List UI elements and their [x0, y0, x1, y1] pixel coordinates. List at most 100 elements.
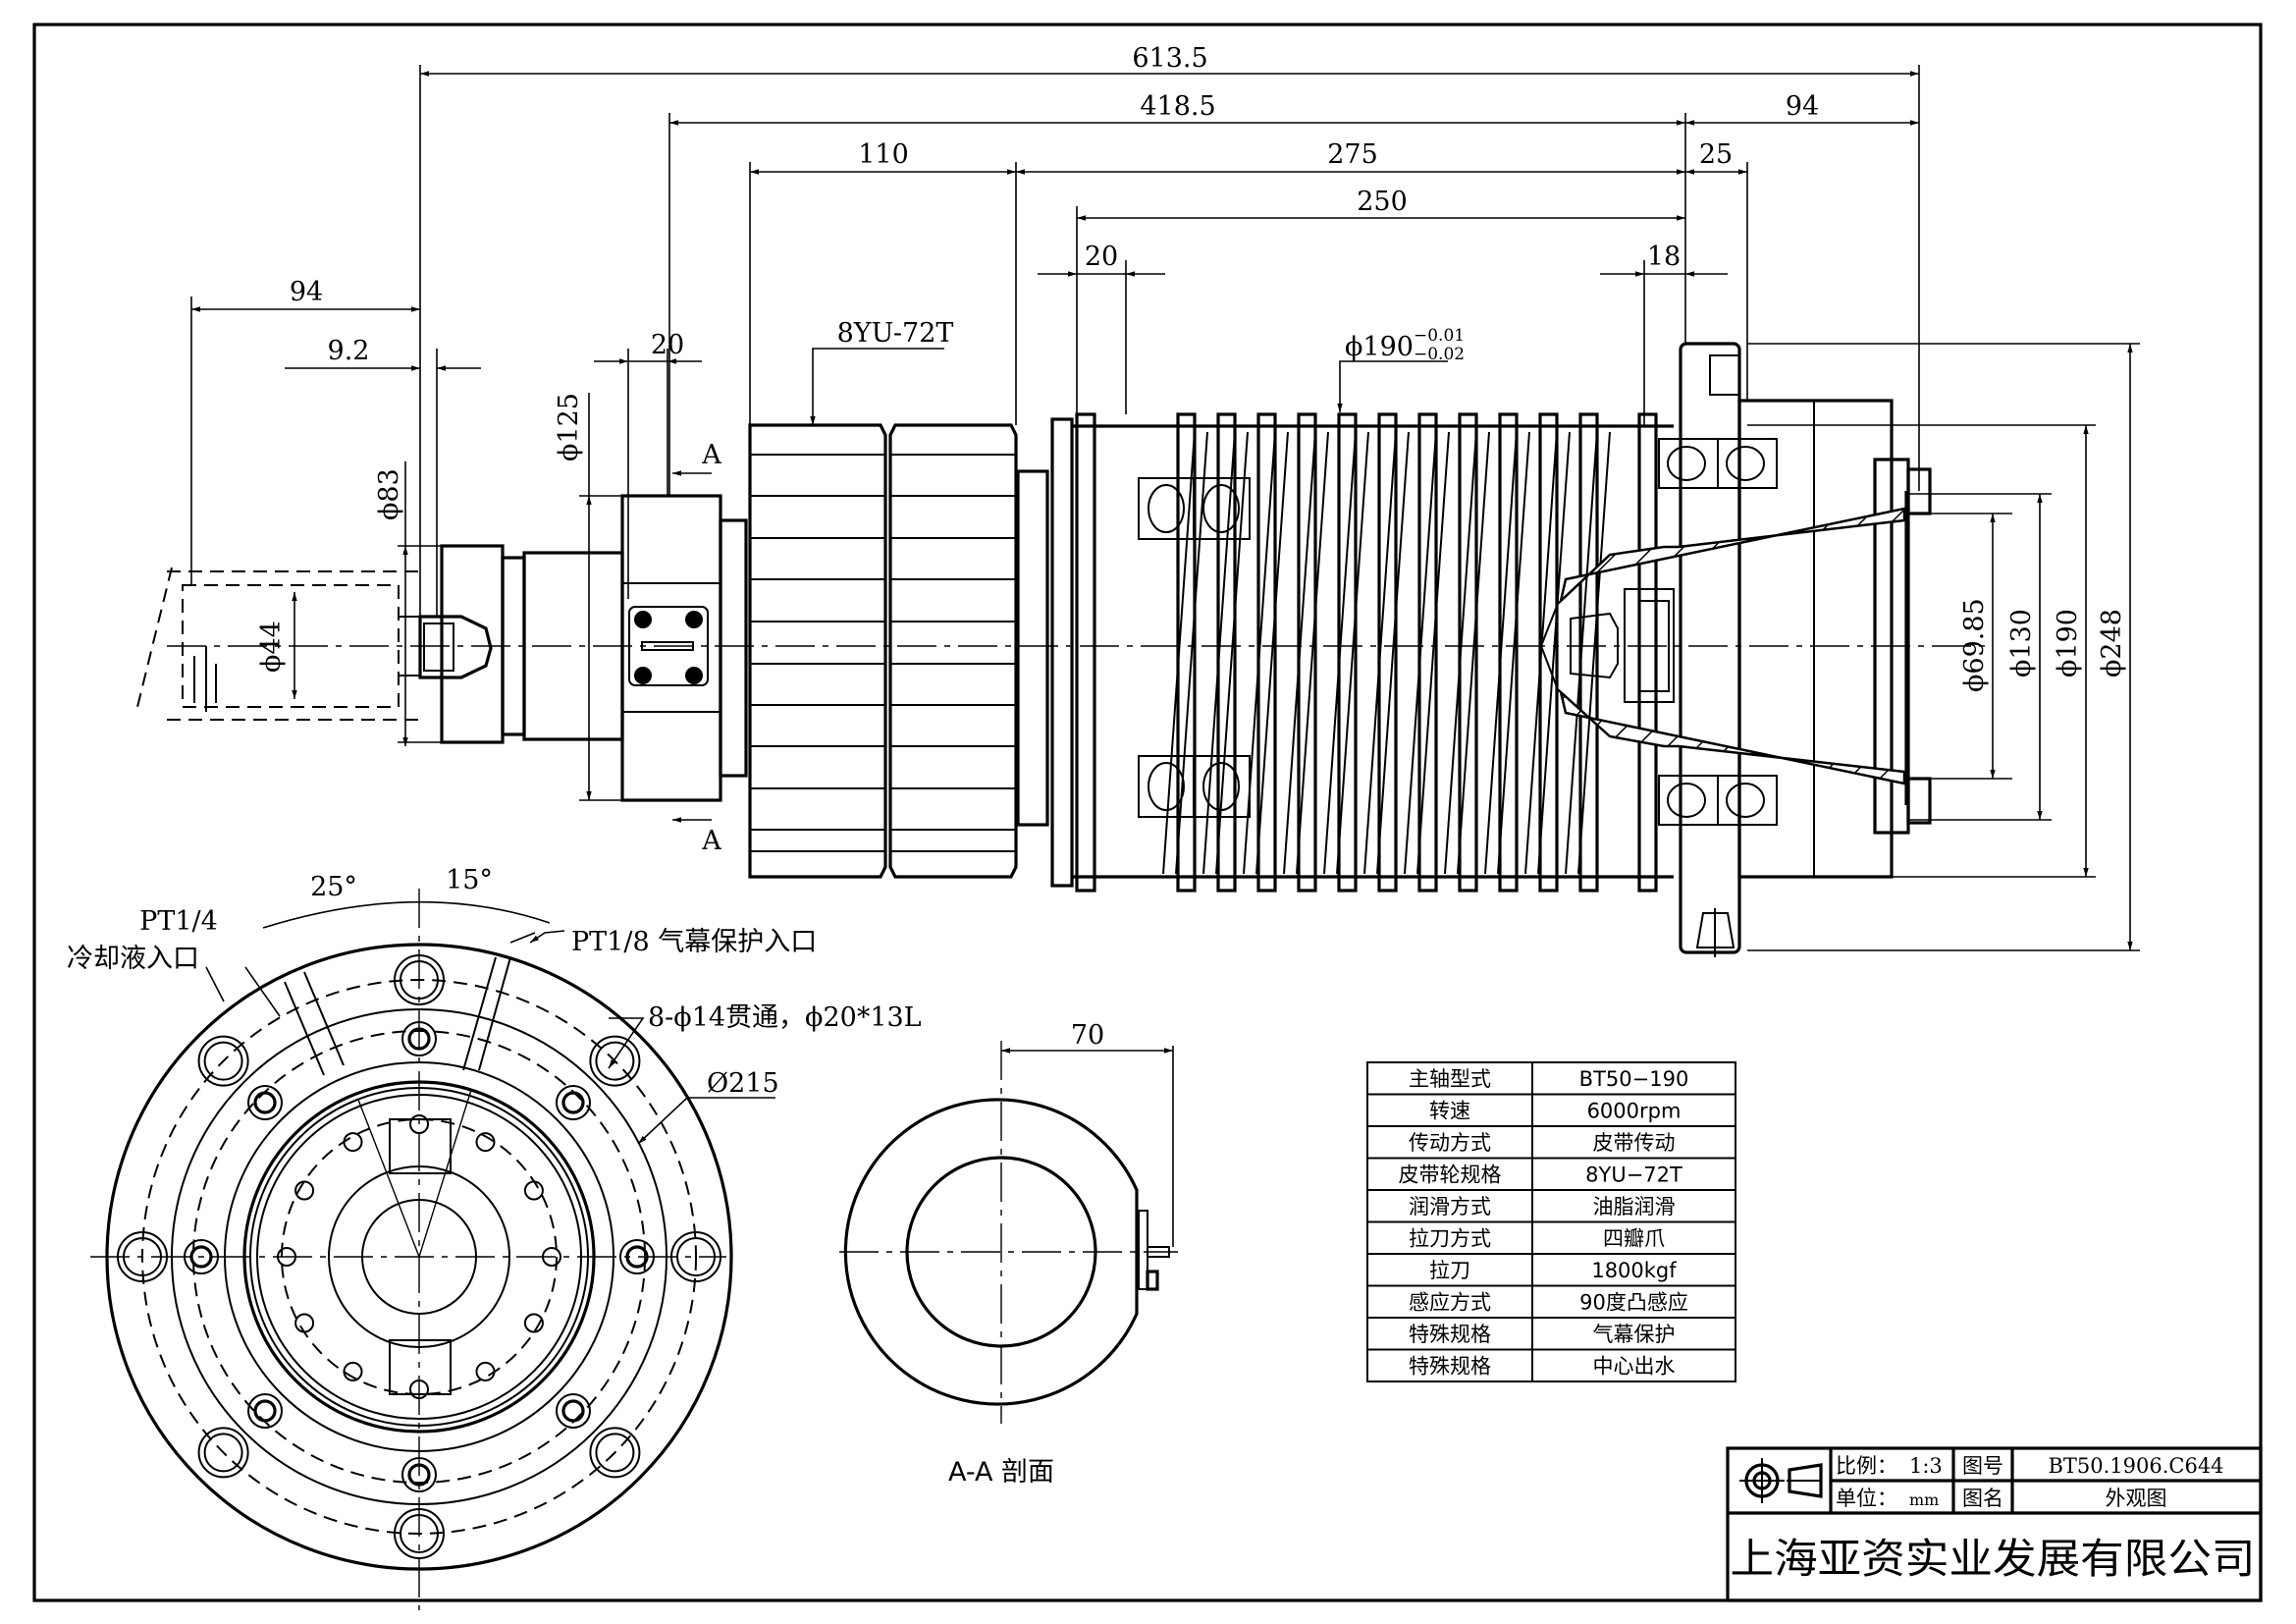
title-block: 比例： 1:3 单位： mm 图号 BT50.1906.C644 图名 外观图 … [1726, 1446, 2263, 1602]
pulley-spec-label: 8YU-72T [837, 318, 954, 349]
spec-label: 感应方式 [1409, 1291, 1491, 1315]
screw-hole [247, 1392, 284, 1429]
section-mark-bottom: A [701, 826, 721, 856]
small-hole [475, 1132, 496, 1153]
spec-value: 6000rpm [1587, 1100, 1682, 1123]
pulley [748, 423, 1049, 879]
housing-fin [1498, 412, 1519, 893]
section-view: 70 A-A 剖面 [839, 1020, 1178, 1488]
small-hole [343, 1361, 363, 1381]
screw-hole [619, 1239, 655, 1274]
dim-dia-125: ϕ125 [554, 393, 584, 461]
rotary-joint [136, 567, 493, 721]
spindle-housing [1050, 412, 1674, 893]
dim-pulley: 110 [858, 139, 909, 170]
dim-dia-130: ϕ130 [2006, 609, 2037, 677]
dim-dia-190: ϕ190 [2053, 609, 2083, 677]
housing-fin [1538, 412, 1559, 893]
spec-label: 拉刀 [1429, 1259, 1470, 1282]
bolt-hole [117, 1231, 168, 1282]
bolt-hole [670, 1231, 721, 1282]
section-label: A-A 剖面 [948, 1457, 1054, 1488]
housing-fin [1337, 412, 1358, 893]
spec-label: 主轴型式 [1409, 1067, 1491, 1091]
angle-left-label: 25° [310, 872, 357, 902]
spec-value: 气幕保护 [1593, 1323, 1676, 1346]
housing-fin [1216, 412, 1237, 893]
screw-hole [247, 1085, 284, 1121]
spec-value: 8YU−72T [1585, 1164, 1682, 1187]
small-hole [294, 1180, 315, 1201]
screw-hole [555, 1392, 591, 1429]
drawing-no-label: 图号 [1962, 1454, 2003, 1478]
rear-cap [440, 544, 505, 744]
spec-label: 皮带轮规格 [1399, 1164, 1502, 1187]
housing-fin [1458, 412, 1478, 893]
spec-label: 特殊规格 [1409, 1355, 1491, 1379]
small-hole [542, 1247, 561, 1267]
spec-value: 油脂润滑 [1593, 1195, 1676, 1218]
housing-fin [1417, 412, 1438, 893]
front-view [90, 889, 733, 1610]
dim-flange: 25 [1699, 139, 1733, 170]
pcd-label: Ø215 [707, 1068, 779, 1099]
small-hole [294, 1313, 315, 1333]
small-hole [277, 1247, 296, 1267]
housing-fin [1578, 412, 1599, 893]
dim-dia-248: ϕ248 [2097, 609, 2127, 677]
dim-sensor-width: 20 [651, 330, 684, 360]
side-view: 613.5 418.5 94 110 275 25 250 20 18 94 9… [136, 43, 2140, 957]
spec-value: 中心出水 [1593, 1355, 1676, 1379]
spec-value: 四瓣爪 [1603, 1227, 1665, 1251]
company-name: 上海亚资实业发展有限公司 [1731, 1535, 2256, 1583]
svg-text:−0.02: −0.02 [1414, 345, 1465, 364]
drawing-name-value: 外观图 [2106, 1487, 2167, 1510]
front-view-dims: 25° 15° PT1/4 冷却液入口 PT1/8 气幕保护入口 8-ϕ14贯通… [67, 865, 922, 1145]
spec-label: 拉刀方式 [1409, 1227, 1491, 1251]
first-angle-projection-icon [1739, 1458, 1823, 1503]
section-dim-70: 70 [1071, 1020, 1104, 1051]
bolt-hole-label: 8-ϕ14贯通，ϕ20*13L [648, 1002, 922, 1033]
screw-hole [555, 1085, 591, 1121]
spec-value: 1800kgf [1591, 1259, 1677, 1282]
spec-label: 传动方式 [1409, 1131, 1491, 1155]
sensor-block [620, 494, 748, 802]
small-hole [409, 1114, 429, 1134]
housing-fin [1297, 412, 1317, 893]
bolt-hole [197, 1427, 249, 1479]
small-hole [523, 1313, 544, 1333]
drawing-name-label: 图名 [1962, 1487, 2003, 1510]
spec-value-cell [1531, 1348, 1736, 1382]
spindle-nose [1539, 342, 1932, 957]
scale-label: 比例： [1836, 1454, 1897, 1478]
coolant-port-label: PT1/4 [139, 906, 218, 937]
screw-hole [401, 1021, 437, 1056]
spec-value: 皮带传动 [1593, 1131, 1676, 1155]
housing-dia-label: ϕ190 −0.01 −0.02 [1345, 326, 1465, 364]
spec-value: 90度凸感应 [1579, 1291, 1688, 1315]
drawing-no-value: BT50.1906.C644 [2048, 1454, 2223, 1478]
dim-groove-right: 18 [1647, 242, 1681, 272]
svg-text:−0.01: −0.01 [1414, 326, 1465, 346]
spec-label: 润滑方式 [1409, 1195, 1491, 1218]
coolant-inlet-label: 冷却液入口 [67, 944, 199, 974]
drawing-border [32, 23, 2263, 1602]
dim-housing-inner: 250 [1357, 187, 1408, 217]
screw-hole [401, 1457, 437, 1492]
dim-rear-joint: 94 [290, 277, 323, 307]
spec-value: BT50−190 [1579, 1067, 1689, 1091]
small-hole [409, 1380, 429, 1399]
scale-value: 1:3 [1909, 1454, 1943, 1478]
housing-fin [1377, 412, 1398, 893]
bolt-hole [589, 1427, 641, 1479]
bolt-hole [394, 1508, 445, 1559]
dim-rear-offset: 9.2 [328, 336, 370, 366]
screw-hole [184, 1239, 219, 1274]
dimensions-side [190, 65, 2140, 951]
dim-dia-83: ϕ83 [374, 468, 404, 520]
dim-dia-69-85: ϕ69.85 [1959, 598, 1990, 692]
unit-label: 单位： [1836, 1487, 1897, 1510]
dim-body: 418.5 [1140, 91, 1215, 122]
